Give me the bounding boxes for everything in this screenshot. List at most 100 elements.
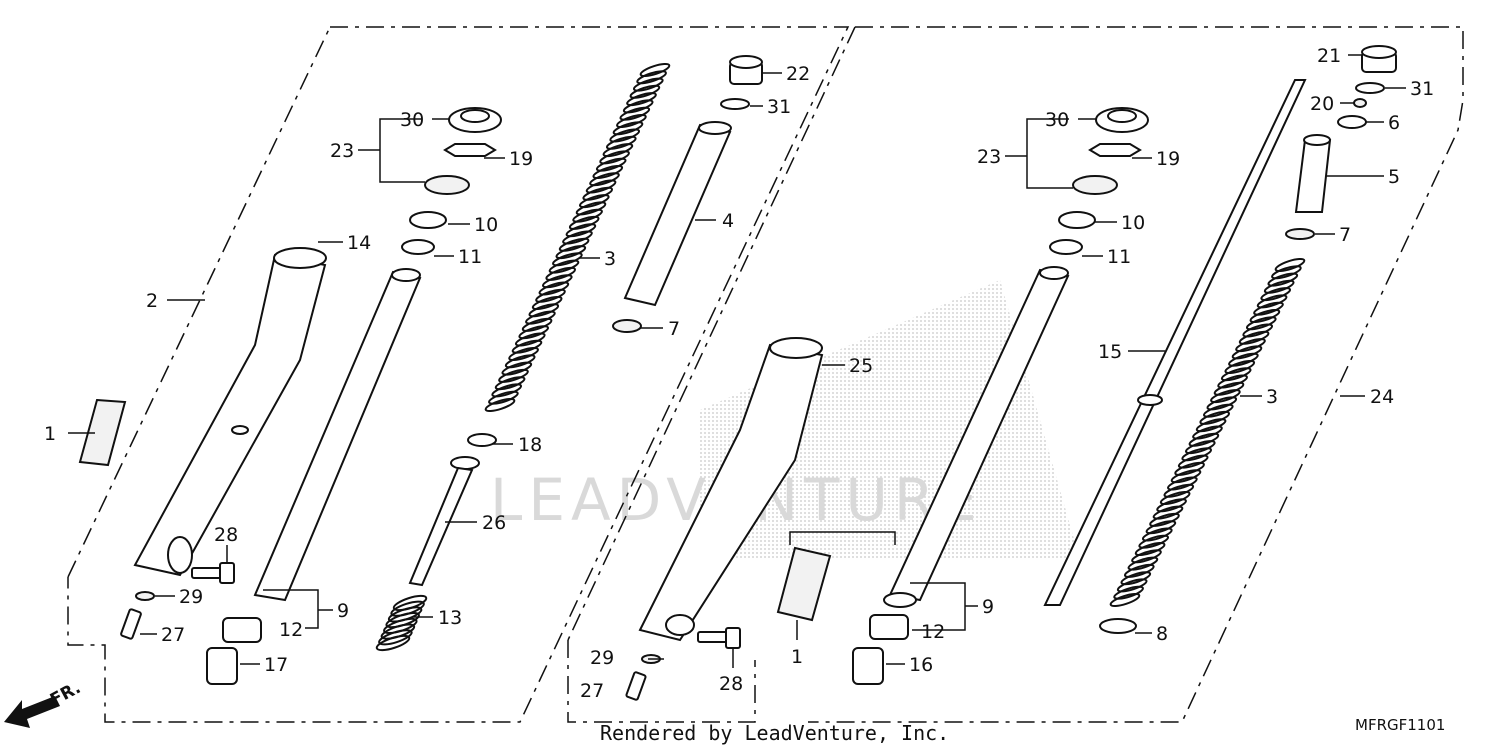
callout-r27: 27 — [580, 680, 604, 702]
spring-coil — [568, 215, 600, 230]
callout-labels: 1 2 3 4 7 9 10 11 12 13 14 17 18 19 22 2… — [44, 45, 1434, 702]
callout-27: 27 — [161, 624, 185, 646]
right-assembly-frame — [808, 26, 1464, 723]
spring-coil — [378, 629, 413, 646]
top-parts-right — [1099, 45, 1397, 634]
bushing-right-part — [852, 592, 917, 685]
callout-22: 22 — [786, 63, 810, 85]
spring-coil — [1145, 520, 1177, 535]
spring-coil — [599, 150, 630, 165]
callout-23: 23 — [330, 140, 354, 162]
callout-r21: 21 — [1317, 45, 1341, 67]
spring-coil — [1120, 571, 1152, 586]
spring-coil — [1256, 294, 1288, 309]
callout-28: 28 — [214, 524, 238, 546]
spring-coil — [1202, 403, 1234, 418]
spring-coil — [565, 223, 597, 238]
spring-coil — [1127, 556, 1159, 571]
honda-logo-watermark — [700, 280, 1080, 560]
spring-coil — [525, 310, 556, 325]
spring-coil — [494, 376, 526, 391]
callout-r30: 30 — [1045, 109, 1069, 131]
spring-coil — [1138, 534, 1170, 549]
spring-coil — [504, 354, 536, 369]
callout-12: 12 — [279, 619, 303, 641]
callout-29: 29 — [179, 586, 203, 608]
reflector-right-part — [776, 546, 832, 622]
spring-coil — [1113, 585, 1144, 600]
spring-coil — [632, 77, 664, 92]
spring-coil — [589, 172, 620, 187]
spring-coil — [578, 194, 610, 209]
spring-coil — [521, 317, 553, 332]
spring-coil — [518, 325, 550, 340]
spring-coil — [622, 99, 654, 114]
spring-coil — [1134, 542, 1166, 556]
spring-coil — [585, 179, 617, 194]
spring-coil — [1210, 389, 1241, 404]
seals-right-part — [1049, 107, 1149, 255]
callout-r24: 24 — [1370, 386, 1394, 408]
callout-r25: 25 — [849, 355, 873, 377]
leader-lines — [68, 54, 1406, 668]
dust-seal-part — [401, 107, 502, 255]
diagram-code: MFRGF1101 — [1355, 716, 1445, 734]
spring-coil — [1188, 432, 1220, 447]
spring-coil — [531, 296, 563, 310]
callout-r1: 1 — [791, 646, 803, 668]
spring-coil — [484, 398, 516, 412]
spring-coil — [501, 361, 533, 376]
fork-spring-left — [484, 63, 671, 412]
spring-coil — [545, 266, 577, 281]
spring-coil — [1123, 563, 1155, 578]
spring-coil — [498, 368, 529, 383]
callout-26: 26 — [482, 512, 506, 534]
spring-coil — [1271, 265, 1302, 280]
fork-spring-right — [1109, 258, 1306, 607]
spring-coil — [1238, 330, 1270, 345]
callout-19: 19 — [509, 148, 533, 170]
spring-coil — [1245, 316, 1277, 331]
spring-coil — [1274, 258, 1306, 272]
rendered-by-text: Rendered by LeadVenture, Inc. — [600, 721, 949, 745]
spring-coil — [1213, 381, 1245, 396]
spring-coil — [605, 135, 637, 150]
spring-coil — [582, 186, 614, 201]
callout-r7: 7 — [1339, 224, 1351, 246]
callout-r12: 12 — [921, 621, 945, 643]
spring-coil — [1192, 425, 1223, 440]
left-frame-edge — [67, 26, 331, 578]
spring-coil — [562, 230, 593, 245]
spring-coil — [508, 347, 539, 361]
spring-coil — [1156, 498, 1187, 513]
rebound-spring-part — [375, 594, 428, 652]
spring-coil — [1263, 279, 1295, 294]
front-direction-arrow: FR. — [4, 678, 84, 728]
spring-coil — [1249, 309, 1281, 323]
fork-slider-right-part — [638, 337, 824, 642]
spring-coil — [619, 106, 651, 121]
inner-tube-part — [253, 268, 422, 602]
damper-rod-right-part — [1043, 79, 1307, 606]
callout-31: 31 — [767, 96, 791, 118]
spring-coil — [514, 332, 546, 347]
callout-11: 11 — [458, 246, 482, 268]
spring-coil — [1181, 447, 1213, 462]
socket-bolt-part — [120, 562, 235, 640]
spring-coil — [535, 288, 566, 303]
spring-coil — [1260, 287, 1292, 302]
spring-coil — [1242, 323, 1274, 338]
callout-18: 18 — [518, 434, 542, 456]
callout-r5: 5 — [1388, 166, 1400, 188]
spring-coil — [1152, 505, 1184, 520]
spring-coil — [1174, 461, 1205, 476]
spring-coil — [538, 281, 570, 296]
spring-coil — [1224, 360, 1256, 374]
spring-coil — [1220, 367, 1252, 382]
spring-coil — [595, 157, 627, 172]
spring-coil — [1228, 352, 1259, 367]
callout-7: 7 — [668, 318, 680, 340]
spring-coil — [626, 92, 657, 107]
spring-coil — [552, 252, 583, 267]
